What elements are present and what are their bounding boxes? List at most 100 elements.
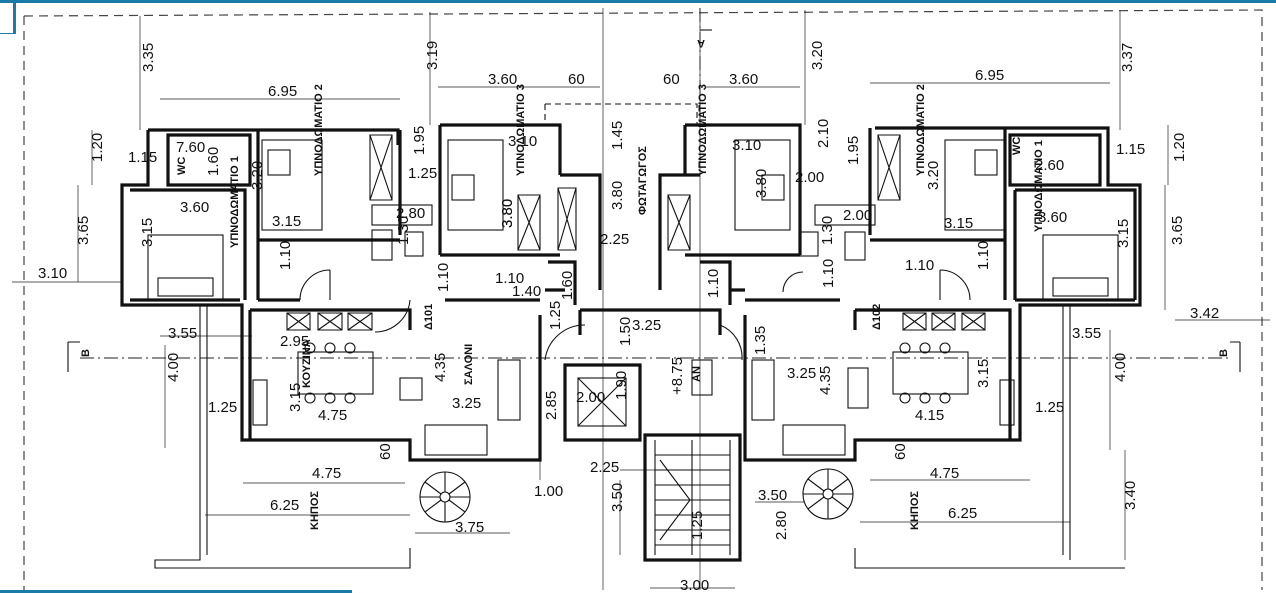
dimension-label: 4.35	[817, 366, 834, 395]
dimension-label: 1.25	[547, 301, 564, 330]
dimension-label: 3.19	[424, 41, 441, 70]
dimension-label: 1.15	[128, 149, 157, 166]
dimension-label: 3.25	[632, 317, 661, 334]
screen-left-corner-inner	[0, 3, 13, 33]
dimension-label: 3.25	[787, 365, 816, 382]
dimension-label: 6.95	[268, 83, 297, 100]
dimension-label: 2.00	[795, 169, 824, 186]
dimension-label: 4.75	[318, 407, 347, 424]
left-furniture	[147, 134, 577, 456]
dimension-label: 4.35	[432, 353, 449, 382]
dimension-label: 3.20	[249, 161, 266, 190]
dimension-label: 3.60	[488, 71, 517, 88]
dimension-label: 6.25	[948, 505, 977, 522]
dimension-label: 4.00	[1112, 353, 1129, 382]
room-label: ΦΩΤΑΓΩΓΟΣ	[637, 146, 649, 215]
dimension-label: 1.40	[512, 283, 541, 300]
dimension-label: 2.80	[396, 205, 425, 222]
dimension-label: 7.60	[176, 139, 205, 156]
left-garden	[154, 305, 411, 569]
dimension-label: 60	[663, 71, 680, 88]
dimension-label: 1.10	[820, 259, 837, 288]
dimension-label: 1.00	[534, 483, 563, 500]
dimension-label: 1.10	[705, 269, 722, 298]
screen-top-border	[0, 0, 1276, 3]
dimension-label: 3.15	[1115, 219, 1132, 248]
dimension-label: 1.90	[613, 371, 630, 400]
dimension-label: 3.20	[925, 161, 942, 190]
dimension-label: 3.65	[75, 216, 92, 245]
dimension-label: 1.30	[395, 216, 412, 245]
dimension-label: 2.60	[1035, 157, 1064, 174]
room-label: ΚΟΥΖΙΝΑ	[301, 339, 313, 388]
dimension-label: 1.10	[277, 241, 294, 270]
dimension-label: 2.25	[600, 231, 629, 248]
room-label: ΥΠΝΟΔΩΜΑΤΙΟ 1	[1033, 140, 1045, 232]
dimension-label: 3.80	[499, 199, 516, 228]
section-label-a: A	[697, 37, 705, 49]
dimension-label: 1.95	[845, 136, 862, 165]
section-mark-top: A	[697, 29, 712, 49]
dimension-label: +8.75	[669, 357, 686, 395]
dimension-label: 3.15	[272, 213, 301, 230]
dimension-label: 3.65	[1169, 216, 1186, 245]
dimension-labels: 3.35 6.95 3.19 3.60 60 60 3.60 3.20 6.95 3.37 1.20…	[38, 41, 1219, 593]
room-label: WC	[1011, 137, 1023, 155]
dimension-label: 1.25	[408, 165, 437, 182]
dimension-label: 4.75	[930, 465, 959, 482]
room-label: ΣΑΛΟΝΙ	[463, 344, 475, 385]
dimension-label: 4.00	[165, 353, 182, 382]
dimension-label: 2.00	[843, 207, 872, 224]
dimension-label: 2.80	[773, 511, 790, 540]
dimension-label: 3.10	[38, 265, 67, 282]
dimension-label: 1.10	[435, 263, 452, 292]
dimension-label: 3.35	[140, 43, 157, 72]
dimension-label: 1.25	[689, 511, 706, 540]
room-label: ΚΗΠΟΣ	[909, 491, 921, 530]
dimension-label: 1.10	[905, 257, 934, 274]
dimension-lines	[12, 8, 1270, 590]
screen-bottom-accent	[0, 590, 352, 593]
section-mark-right: B	[1218, 341, 1241, 372]
dimension-label: 1.50	[617, 317, 634, 346]
dimension-label: 1.25	[1035, 399, 1064, 416]
dimension-label: 3.60	[729, 71, 758, 88]
dimension-label: 2.85	[543, 391, 560, 420]
dimension-label: 3.15	[975, 359, 992, 388]
room-label: ΥΠΝΟΔΩΜΑΤΙΟ 2	[313, 84, 325, 176]
room-label: ΥΠΝΟΔΩΜΑΤΙΟ 2	[915, 84, 927, 176]
section-label-b-left: B	[80, 349, 92, 357]
dimension-label: 3.80	[609, 181, 626, 210]
left-spiral-stair	[419, 471, 471, 523]
dimension-label: 2.25	[590, 459, 619, 476]
dimension-label: 3.60	[1038, 209, 1067, 226]
room-label: ΚΗΠΟΣ	[309, 491, 321, 530]
dimension-label: 3.37	[1119, 43, 1136, 72]
dimension-label: 6.95	[975, 67, 1004, 84]
dimension-label: 1.95	[411, 126, 428, 155]
dimension-label: 3.55	[1072, 325, 1101, 342]
dimension-label: 1.10	[495, 270, 524, 287]
dimension-label: 60	[568, 71, 585, 88]
dimension-label: 3.55	[168, 325, 197, 342]
left-apartment-walls	[120, 123, 577, 462]
dimension-label: 3.60	[180, 199, 209, 216]
dimension-label: 1.60	[205, 147, 222, 176]
dimension-label: 1.20	[1171, 133, 1188, 162]
dimension-label: 3.10	[508, 133, 537, 150]
dimension-label: 3.10	[732, 137, 761, 154]
room-label: ΥΠΝΟΔΩΜΑΤΙΟ 1	[229, 156, 241, 248]
plot-boundary	[23, 9, 1263, 590]
dimension-label: 1.10	[975, 241, 992, 270]
dimension-label: 3.42	[1190, 305, 1219, 322]
dimension-label: 4.75	[312, 465, 341, 482]
right-spiral-stair	[802, 468, 854, 520]
room-label: WC	[176, 157, 188, 175]
dimension-label: 3.00	[680, 577, 709, 593]
dimension-label: 3.80	[753, 169, 770, 198]
dimension-label: 3.15	[944, 215, 973, 232]
dimension-label: 2.00	[576, 389, 605, 406]
